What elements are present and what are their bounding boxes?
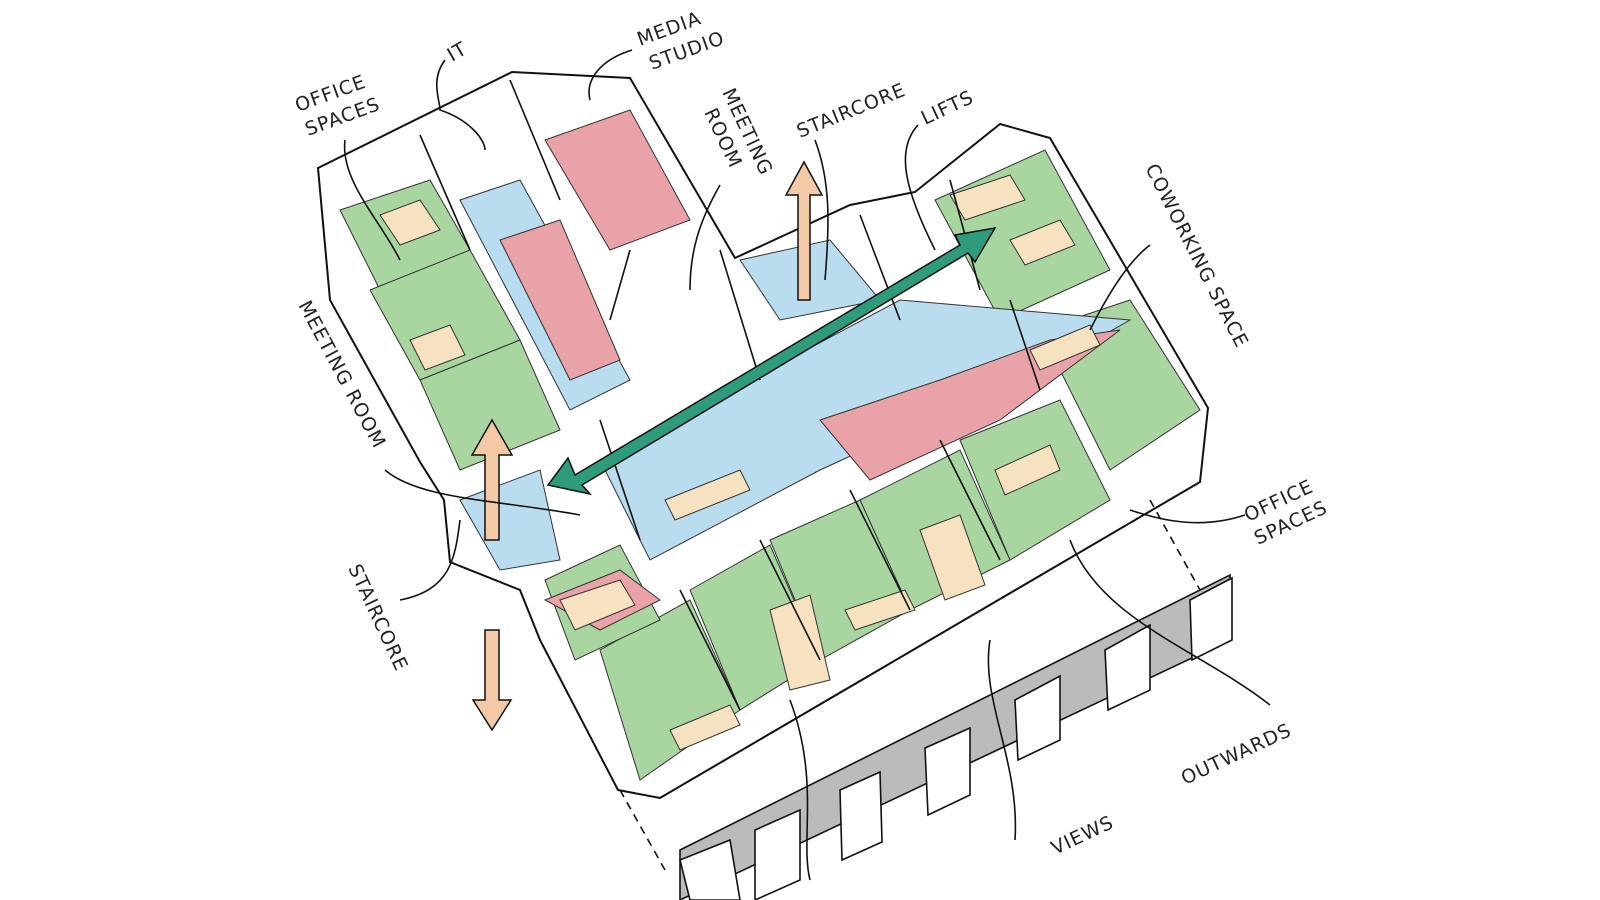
label-staircore-left: STAIRCORE: [343, 561, 412, 675]
main-axis-arrow: [546, 226, 997, 496]
desks: [379, 174, 1101, 751]
label-it: IT: [444, 38, 472, 67]
staircore-top-arrow: [784, 160, 824, 301]
label-lifts: LIFTS: [918, 86, 978, 129]
label-staircore-top: STAIRCORE: [794, 79, 909, 143]
window-facade: [679, 573, 1233, 900]
staircore-left-arrow: [470, 418, 514, 732]
label-views: VIEWS: [1048, 812, 1118, 860]
label-outwards: OUTWARDS: [1178, 719, 1295, 789]
leader-lines: [343, 49, 1271, 881]
